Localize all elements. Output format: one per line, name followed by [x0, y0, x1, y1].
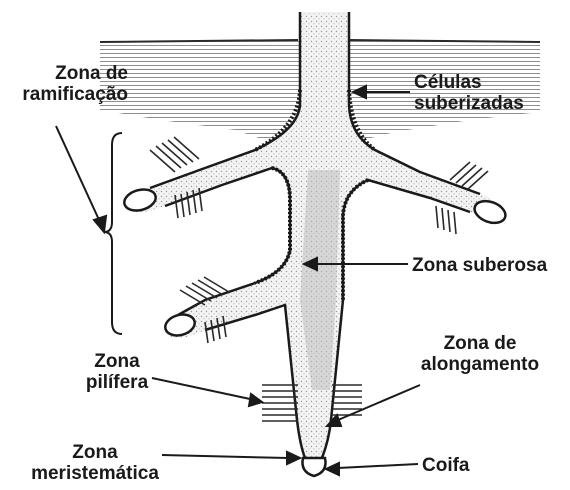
- label-zona-alongamento: Zona de alongamento: [410, 333, 550, 375]
- label-zona-suberosa: Zona suberosa: [412, 255, 547, 276]
- label-zona-meristematica: Zona meristemática: [20, 442, 170, 484]
- label-zona-meristematica-line2: meristemática: [31, 463, 159, 484]
- label-coifa-text: Coifa: [422, 455, 470, 476]
- label-zona-ramificacao-line1: Zona de: [55, 63, 128, 84]
- label-zona-ramificacao-line2: ramificação: [22, 84, 128, 105]
- label-coifa: Coifa: [422, 455, 470, 476]
- label-zona-ramificacao: Zona de ramificação: [0, 63, 128, 105]
- label-zona-pilifera-line1: Zona: [94, 351, 139, 372]
- label-zona-alongamento-line1: Zona de: [444, 333, 517, 354]
- label-zona-pilifera-line2: pilífera: [86, 372, 148, 393]
- label-zona-alongamento-line2: alongamento: [421, 354, 539, 375]
- label-celulas-suberizadas: Células suberizadas: [414, 72, 524, 114]
- label-celulas-suberizadas-line2: suberizadas: [414, 93, 524, 114]
- label-zona-pilifera: Zona pilífera: [72, 351, 162, 393]
- label-celulas-suberizadas-line1: Células: [414, 72, 482, 93]
- label-zona-meristematica-line1: Zona: [72, 442, 117, 463]
- root-cap: [302, 458, 325, 476]
- branching-zone-bracket: [104, 133, 122, 334]
- label-zona-suberosa-text: Zona suberosa: [412, 255, 547, 276]
